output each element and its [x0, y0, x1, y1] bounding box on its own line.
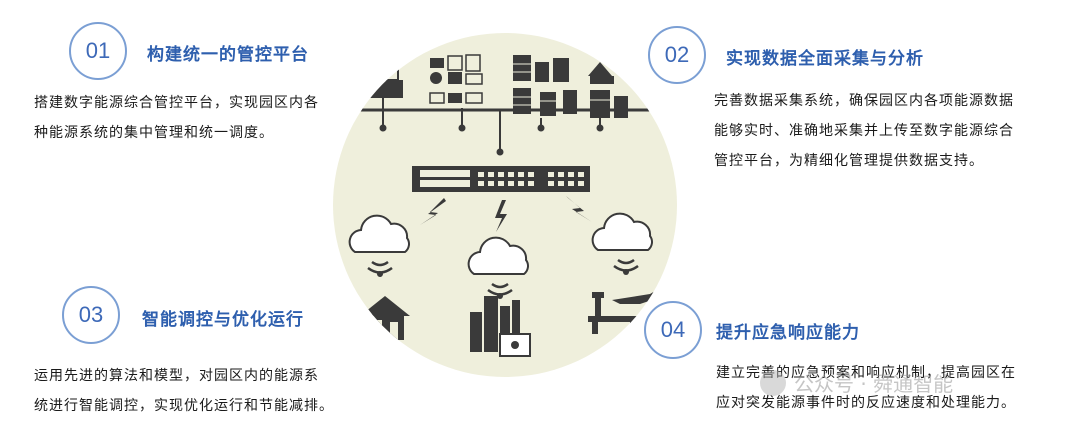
- lightning-icon-left: [420, 198, 446, 225]
- app-icons-group: [429, 54, 483, 104]
- lightning-icon-right: [566, 196, 592, 222]
- description-line: 运用先进的算法和模型，对园区内的能源系: [34, 368, 319, 384]
- step-title-03: 智能调控与优化运行: [142, 310, 304, 330]
- lightning-icon-center: [495, 200, 507, 232]
- network-switch-icon: [412, 166, 590, 192]
- step-title-04: 提升应急响应能力: [716, 323, 860, 343]
- step-number-04: 04: [644, 301, 702, 359]
- step-description-01: 搭建数字能源综合管控平台，实现园区内各 种能源系统的集中管理和统一调度。: [34, 88, 319, 148]
- step-number-02: 02: [648, 26, 706, 84]
- step-title-02: 实现数据全面采集与分析: [726, 49, 924, 69]
- description-line: 统进行智能调控，实现优化运行和节能减排。: [34, 398, 334, 414]
- step-number-03: 03: [62, 286, 120, 344]
- description-line: 应对突发能源事件时的反应速度和处理能力。: [716, 395, 1016, 411]
- description-line: 完善数据采集系统，确保园区内各项能源数据: [714, 93, 1014, 109]
- description-line: 搭建数字能源综合管控平台，实现园区内各: [34, 95, 319, 111]
- cloud-icon-left: [348, 214, 410, 253]
- server-stack-icons: [513, 55, 628, 118]
- description-line: 建立完善的应急预案和响应机制，提高园区在: [716, 365, 1016, 381]
- watermark-text: 公众号 · 舜通智能: [794, 372, 954, 396]
- cloud-icon-right: [591, 212, 653, 251]
- step-number-text: 04: [660, 317, 686, 342]
- watermark: 公众号 · 舜通智能: [760, 368, 953, 397]
- cloud-icon-center: [467, 236, 529, 275]
- step-number-text: 03: [78, 302, 104, 327]
- step-title-01: 构建统一的管控平台: [147, 45, 309, 65]
- step-description-04: 建立完善的应急预案和响应机制，提高园区在 应对突发能源事件时的反应速度和处理能力…: [716, 358, 1016, 418]
- step-number-01: 01: [69, 22, 127, 80]
- background-circle: [333, 33, 677, 377]
- wechat-icon: [760, 369, 786, 396]
- step-number-text: 02: [664, 42, 690, 67]
- description-line: 管控平台，为精细化管理提供数据支持。: [714, 153, 984, 169]
- step-description-02: 完善数据采集系统，确保园区内各项能源数据 能够实时、准确地采集并上传至数字能源综…: [714, 86, 1014, 176]
- description-line: 能够实时、准确地采集并上传至数字能源综合: [714, 123, 1014, 139]
- step-description-03: 运用先进的算法和模型，对园区内的能源系 统进行智能调控，实现优化运行和节能减排。: [34, 361, 334, 421]
- description-line: 种能源系统的集中管理和统一调度。: [34, 125, 274, 141]
- step-number-text: 01: [85, 38, 111, 63]
- city-buildings-icon: [470, 296, 531, 357]
